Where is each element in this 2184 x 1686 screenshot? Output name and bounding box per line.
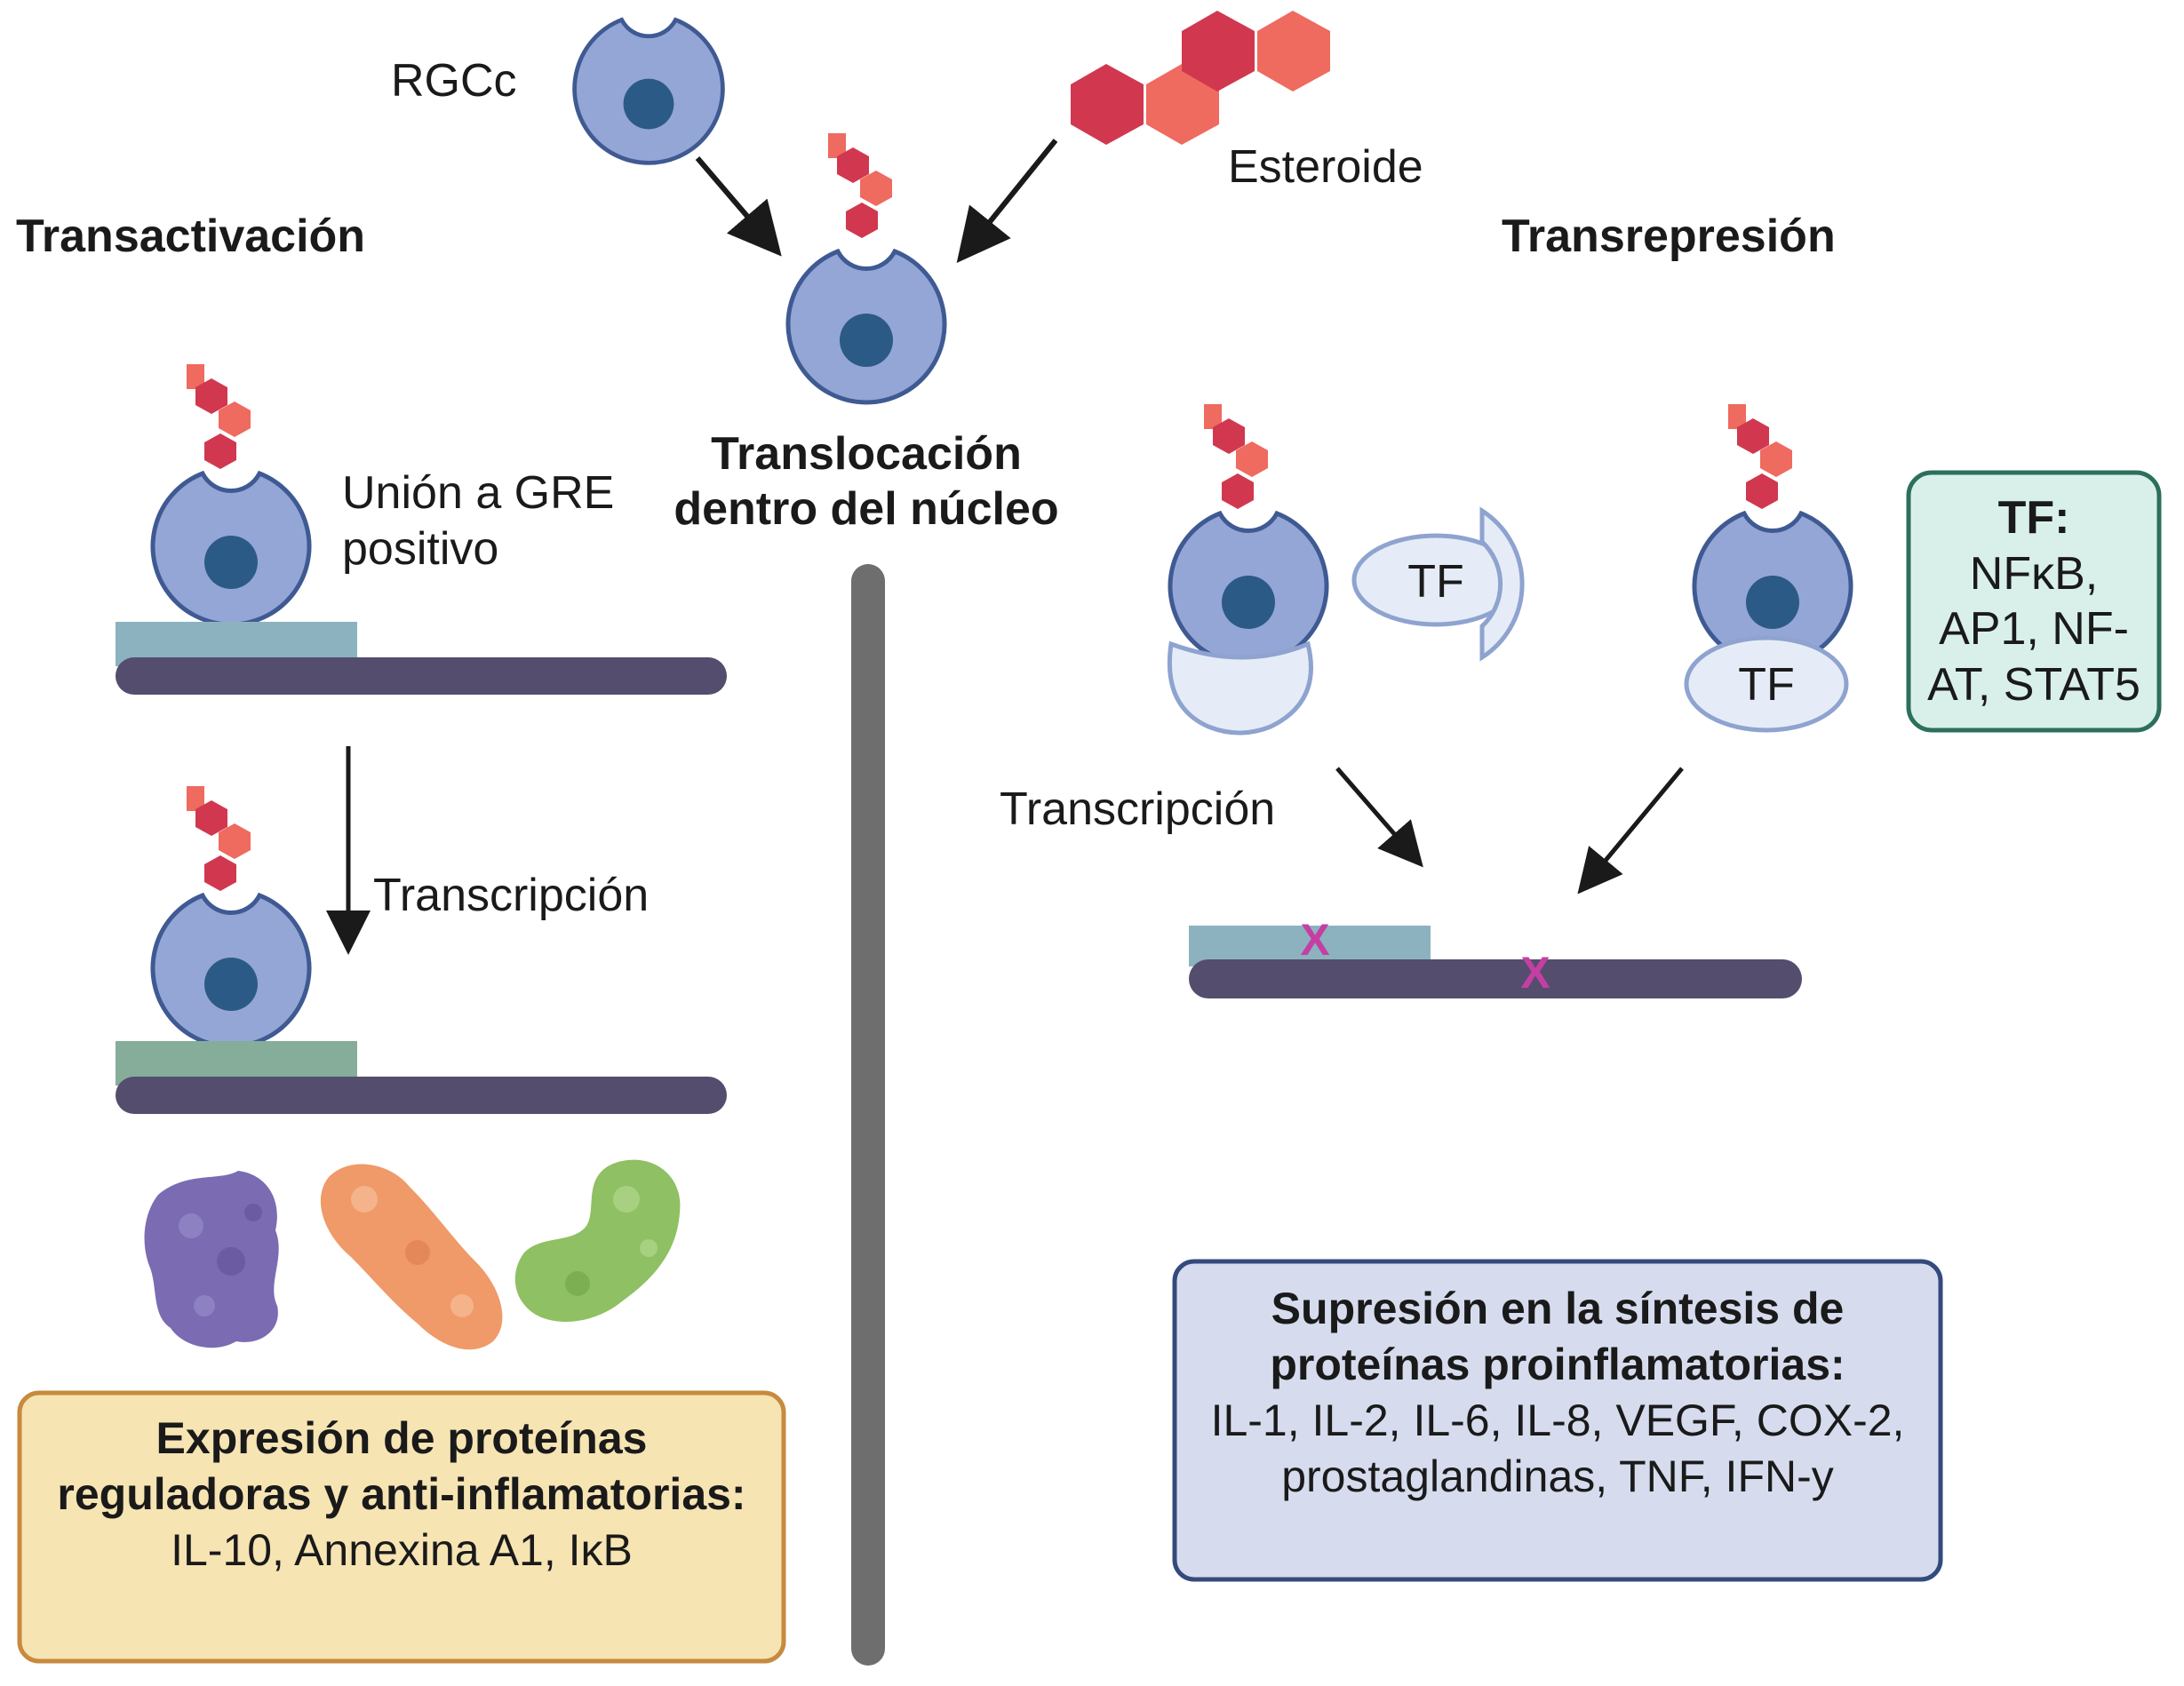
steroid-label: Esteroide bbox=[1228, 141, 1423, 193]
suppression-box-text: Supresión en la síntesis de proteínas pr… bbox=[1210, 1284, 1905, 1501]
expression-box bbox=[17, 1390, 786, 1664]
receptor-arrow bbox=[695, 156, 782, 257]
broken-coactivator bbox=[1167, 640, 1313, 736]
blocked-mark-1: X bbox=[1300, 915, 1329, 965]
gre-label-line2: positivo bbox=[342, 523, 498, 575]
steroid-arrow bbox=[956, 139, 1058, 264]
tf-partner-fragment bbox=[1479, 506, 1525, 662]
suppression-box bbox=[1172, 1259, 1943, 1582]
rgcc-label: RGCc bbox=[391, 55, 517, 107]
protein-orange-icon bbox=[320, 1164, 503, 1350]
transrep-arrow-left bbox=[1335, 767, 1423, 868]
dna-strand-bottom bbox=[116, 1077, 727, 1114]
blocked-mark-2: X bbox=[1520, 948, 1550, 998]
transrep-steroid-icon-1 bbox=[1204, 404, 1268, 509]
transcription-left-label: Transcripción bbox=[373, 870, 649, 921]
center-divider bbox=[851, 564, 885, 1666]
tf-bound bbox=[1684, 635, 1849, 733]
transcription-right-label: Transcripción bbox=[1000, 783, 1275, 835]
tf-box-line3: AT, STAT5 bbox=[1927, 659, 2140, 711]
active-steroid-icon bbox=[187, 786, 251, 891]
tf-bound-label: TF bbox=[1738, 659, 1795, 711]
protein-purple-icon bbox=[144, 1171, 279, 1348]
gre-steroid-icon bbox=[187, 364, 251, 469]
transrepression-heading: Transrepresión bbox=[1502, 211, 1836, 262]
active-receptor bbox=[153, 895, 309, 1046]
bound-steroid-icon bbox=[828, 133, 892, 238]
translocation-line2: dentro del núcleo bbox=[674, 483, 1058, 535]
dna-strand-top bbox=[116, 657, 727, 695]
gre-receptor bbox=[153, 473, 309, 624]
tf-box-title: TF: bbox=[1998, 492, 2070, 544]
free-receptor bbox=[575, 20, 723, 163]
protein-green-icon bbox=[514, 1159, 681, 1322]
tf-box-line2: AP1, NF- bbox=[1939, 603, 2129, 655]
tf-free-label: TF bbox=[1407, 556, 1464, 608]
translocation-line1: Translocación bbox=[711, 428, 1022, 480]
transactivation-heading: Transactivación bbox=[16, 211, 365, 262]
receptor-steroid-complex bbox=[788, 251, 945, 402]
gre-label-line1: Unión a GRE bbox=[342, 467, 614, 519]
transrep-arrow-right bbox=[1577, 767, 1684, 895]
transrep-receptor-1 bbox=[1170, 513, 1327, 664]
tf-box-line1: NFκB, bbox=[1970, 548, 2098, 600]
transrep-steroid-icon-2 bbox=[1728, 404, 1792, 509]
dna-strand-blocked bbox=[1189, 959, 1802, 998]
large-steroid-icon bbox=[1071, 11, 1330, 145]
expression-box-text: Expresión de proteínas reguladoras y ant… bbox=[57, 1413, 746, 1575]
tf-list-box bbox=[1906, 470, 2162, 733]
